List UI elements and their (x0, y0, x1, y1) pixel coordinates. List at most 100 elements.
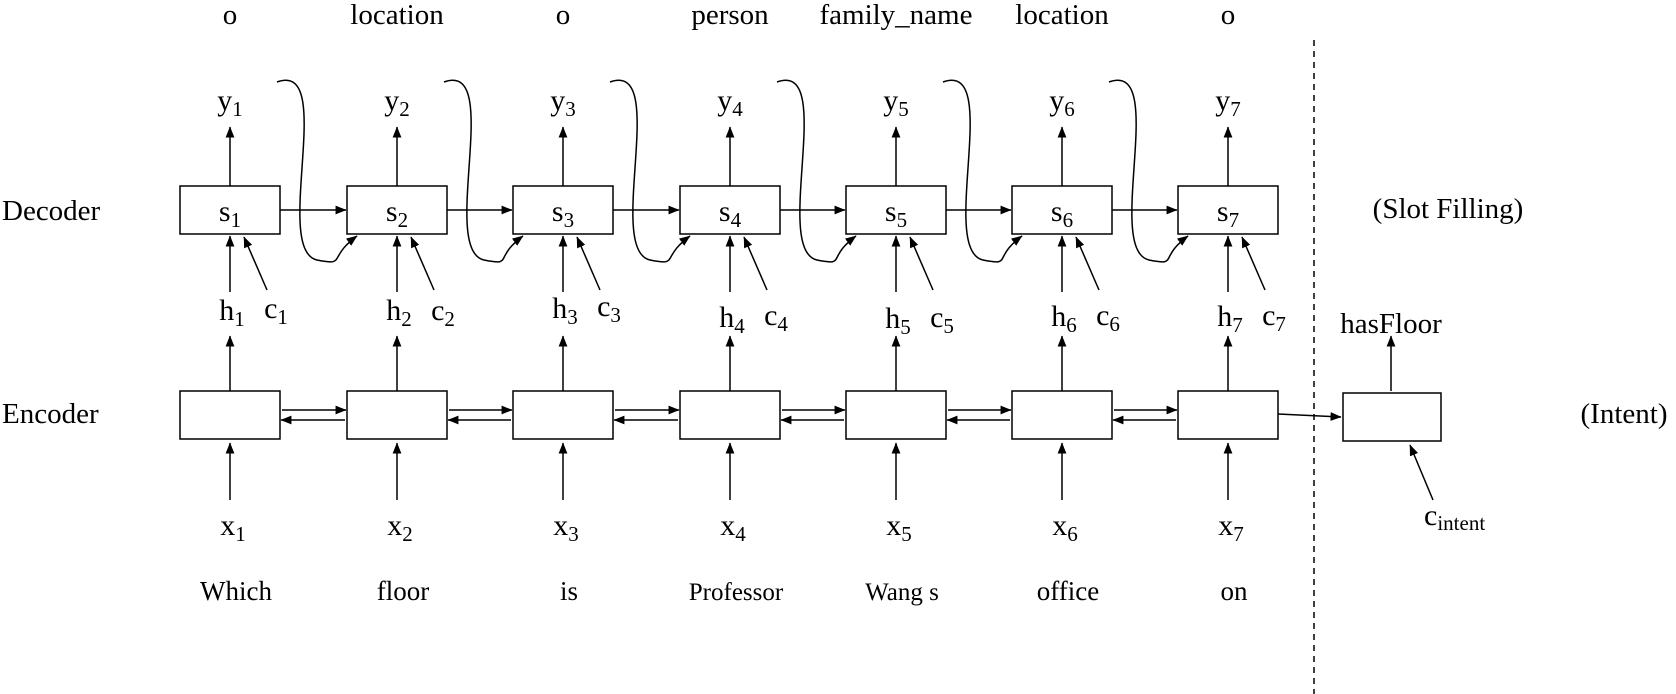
output-y2: y2 (384, 84, 410, 121)
output-feedback-curve-4 (776, 79, 857, 263)
context-c4-subscript: 4 (777, 312, 788, 336)
hidden-h2-subscript: 2 (401, 307, 412, 331)
context-c3-subscript: 3 (610, 303, 621, 327)
encoder-cell-box-7 (1177, 390, 1279, 440)
input-x2-symbol: x (387, 509, 402, 542)
encoder-row-label: Encoder (2, 398, 99, 430)
input-x5-subscript: 5 (901, 522, 912, 546)
decoder-state-s4-symbol: s (719, 195, 731, 228)
encoder-cell-box-5 (845, 390, 947, 440)
output-y3-subscript: 3 (565, 97, 576, 121)
output-y4-symbol: y (717, 84, 732, 117)
context-c7-subscript: 7 (1275, 312, 1286, 336)
decoder-state-s5-subscript: 5 (897, 208, 908, 232)
hidden-h3-symbol: h (552, 292, 567, 325)
output-y6: y6 (1049, 84, 1075, 121)
decoder-state-s3: s3 (552, 195, 574, 232)
slot-tag-7: o (1221, 0, 1236, 31)
decoder-state-s5-symbol: s (885, 195, 897, 228)
context-c6: c6 (1096, 299, 1120, 336)
input-x6: x6 (1052, 509, 1078, 546)
slot-tag-1: o (223, 0, 238, 31)
encoder-cell-box-3 (512, 390, 614, 440)
encoder-to-intent-arrow (1277, 412, 1342, 421)
slot-tag-2: location (350, 0, 444, 31)
output-y2-subscript: 2 (399, 97, 410, 121)
output-feedback-curve-1 (276, 79, 358, 263)
hidden-h6-subscript: 6 (1066, 313, 1077, 337)
output-y7: y7 (1215, 84, 1241, 121)
input-x3: x3 (553, 509, 579, 546)
output-y1-symbol: y (217, 84, 232, 117)
output-feedback-curve-3 (609, 79, 691, 263)
output-feedback-curve-2 (443, 79, 524, 263)
input-x7: x7 (1218, 509, 1244, 546)
hidden-h7-subscript: 7 (1232, 313, 1243, 337)
input-word-1: Which (200, 576, 272, 606)
output-y4: y4 (717, 84, 743, 121)
decoder-state-box-4 (679, 185, 781, 235)
input-x7-subscript: 7 (1233, 522, 1244, 546)
slot-tag-5: family_name (819, 0, 972, 31)
input-x2: x2 (387, 509, 413, 546)
intent-context-subscript: intent (1437, 511, 1485, 535)
hidden-h3-subscript: 3 (567, 305, 578, 329)
context-arrow-1 (243, 236, 268, 291)
encoder-cell-box-6 (1011, 390, 1113, 440)
output-y3-symbol: y (550, 84, 565, 117)
context-arrow-4 (743, 236, 768, 291)
decoder-state-s4-subscript: 4 (731, 208, 742, 232)
input-x4-subscript: 4 (735, 522, 746, 546)
encoder-cell-box-4 (679, 390, 781, 440)
hidden-h7: h7 (1217, 300, 1243, 337)
decoder-state-s2: s2 (386, 195, 408, 232)
hidden-h5-symbol: h (885, 302, 900, 335)
output-feedback-curve-6 (1108, 79, 1189, 263)
decoder-row-label: Decoder (2, 195, 101, 227)
context-c6-subscript: 6 (1109, 312, 1120, 336)
context-c4: c4 (764, 299, 788, 336)
intent-branch: hasFloor cintent (1340, 308, 1485, 535)
input-x6-subscript: 6 (1067, 522, 1078, 546)
hidden-h1-subscript: 1 (234, 307, 245, 331)
hidden-h1: h1 (219, 294, 245, 331)
input-x5: x5 (886, 509, 912, 546)
input-x7-symbol: x (1218, 509, 1233, 542)
input-x1: x1 (220, 509, 246, 546)
hidden-h5-subscript: 5 (900, 315, 911, 339)
input-x6-symbol: x (1052, 509, 1067, 542)
context-arrow-6 (1075, 236, 1100, 291)
context-c5: c5 (930, 301, 954, 338)
output-y2-symbol: y (384, 84, 399, 117)
context-c7: c7 (1262, 299, 1286, 336)
hidden-h1-symbol: h (219, 294, 234, 327)
output-y1: y1 (217, 84, 243, 121)
decoder-state-s6: s6 (1051, 195, 1073, 232)
input-word-5: Wang s (865, 579, 939, 606)
decoder-state-s7-symbol: s (1217, 195, 1229, 228)
hidden-h4: h4 (719, 301, 745, 338)
slot-filling-task-label: (Slot Filling) (1373, 193, 1524, 225)
context-c2: c2 (431, 294, 455, 331)
encoder-decoder-connections (276, 79, 1342, 425)
decoder-state-s1: s1 (219, 195, 241, 232)
intent-box (1342, 392, 1442, 442)
decoder-state-s6-subscript: 6 (1063, 208, 1074, 232)
input-x3-subscript: 3 (568, 522, 579, 546)
slot-tag-4: person (691, 0, 769, 31)
context-c3-symbol: c (597, 290, 610, 323)
context-arrow-2 (410, 236, 435, 291)
output-y1-subscript: 1 (232, 97, 243, 121)
input-word-3: is (560, 576, 578, 606)
output-y7-symbol: y (1215, 84, 1230, 117)
context-c5-subscript: 5 (943, 314, 954, 338)
output-y5: y5 (883, 84, 909, 121)
context-arrow-5 (909, 236, 934, 291)
output-y3: y3 (550, 84, 576, 121)
